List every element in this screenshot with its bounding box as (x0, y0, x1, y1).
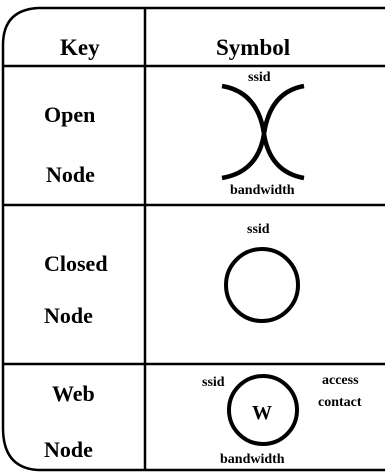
web-node-key-line1: Web (52, 381, 95, 406)
web-node-contact-label: contact (318, 395, 362, 410)
header-symbol: Symbol (216, 35, 291, 60)
closed-node-key-line1: Closed (44, 251, 108, 276)
closed-node-key-line2: Node (44, 303, 93, 328)
open-node-ssid-label: ssid (248, 70, 271, 85)
web-node-w-label: W (252, 402, 272, 424)
table-border (1, 6, 385, 472)
web-node-access-label: access (322, 373, 359, 388)
header-key: Key (60, 35, 100, 60)
web-node-symbol (227, 374, 299, 446)
open-node-bandwidth-label: bandwidth (230, 183, 295, 198)
web-node-bandwidth-label: bandwidth (220, 452, 285, 467)
web-node-key-line2: Node (44, 437, 93, 462)
open-node-key-line1: Open (44, 102, 96, 127)
closed-node-ssid-label: ssid (247, 222, 270, 237)
closed-node-symbol (224, 247, 300, 323)
open-node-key-line2: Node (46, 162, 95, 187)
web-node-ssid-label: ssid (202, 375, 225, 390)
open-node-symbol (221, 83, 305, 181)
